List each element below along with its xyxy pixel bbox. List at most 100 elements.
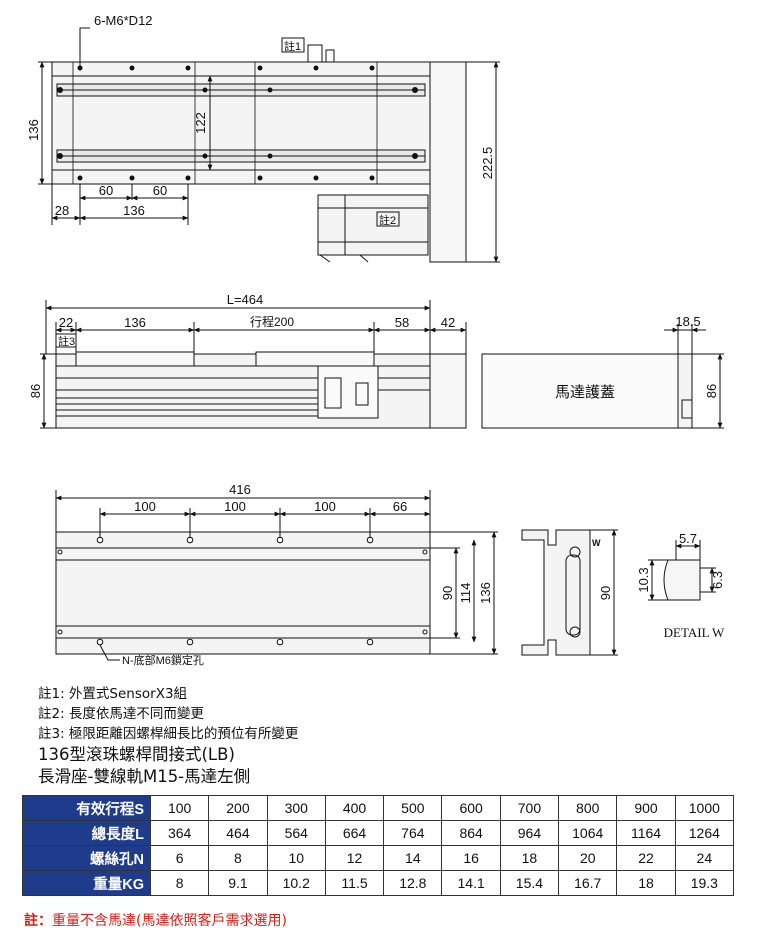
technical-drawing: 6-M6*D12 註1 註2 136 122 222.5 60 60 28 13…	[26, 13, 725, 667]
detail-dim-slot: 10.3	[636, 567, 651, 592]
bottom-view-labels: 416 100 100 100 66 90 114 136 N-底部M6鎖定孔 …	[122, 482, 725, 667]
dim-mid: 114	[458, 583, 473, 604]
dim-pitch-b: 60	[153, 183, 167, 198]
footnote: 註：重量不含馬達(馬達依照客戶需求選用)	[24, 910, 287, 930]
dim-carriage: 136	[123, 203, 145, 218]
table-cell: 1164	[616, 820, 676, 846]
dim-total-length: L=464	[227, 292, 264, 307]
dim-outer: 136	[478, 582, 493, 604]
table-cell: 664	[324, 820, 385, 846]
note-2: 註2: 長度依馬達不同而變更	[38, 706, 204, 722]
dim-length: 416	[229, 482, 251, 497]
table-cell: 6	[149, 845, 210, 871]
notes-block: 註1: 外置式SensorX3組 註2: 長度依馬達不同而變更 註3: 極限距離…	[38, 684, 738, 788]
table-cell: 10	[266, 845, 326, 871]
dim-pitch-a: 60	[99, 183, 113, 198]
dim-rail-pitch: 122	[193, 112, 208, 134]
table-cell: 16.7	[558, 870, 618, 896]
table-cell: 364	[149, 820, 210, 846]
note3-tag: 註3	[58, 335, 75, 348]
table-cell: 12.8	[383, 870, 443, 896]
bottom-view	[55, 490, 716, 661]
row-header: 有效行程S	[22, 795, 151, 821]
footnote-label: 註：	[24, 913, 52, 929]
table-cell: 864	[441, 820, 501, 846]
dim-inner: 90	[440, 586, 455, 600]
dim-carriage: 136	[124, 315, 146, 330]
row-header: 螺絲孔N	[22, 845, 151, 871]
table-cell: 14	[383, 845, 443, 871]
dim-cover-thickness: 18.5	[675, 314, 700, 329]
callout-holes: 6-M6*D12	[94, 13, 153, 28]
dim-height: 86	[28, 384, 43, 398]
dim-pitch-3: 100	[314, 499, 336, 514]
dim-motor-mount: 58	[395, 315, 409, 330]
dim-cover: 42	[441, 315, 455, 330]
row-header: 重量KG	[22, 870, 151, 896]
table-cell: 900	[616, 795, 676, 821]
table-cell: 11.5	[324, 870, 385, 896]
dim-stroke: 行程200	[250, 314, 294, 329]
table-cell: 800	[558, 795, 618, 821]
side-view-labels: L=464 22 136 行程200 58 42 註3 86 馬達護蓋 18.5…	[28, 292, 719, 401]
table-cell: 8	[149, 870, 210, 896]
table-cell: 8	[208, 845, 268, 871]
profile-dim-height: 90	[598, 586, 613, 600]
table-cell: 12	[324, 845, 385, 871]
table-cell: 500	[383, 795, 443, 821]
dim-end: 22	[59, 315, 73, 330]
title-line-2: 長滑座-雙線軌M15-馬達左側	[38, 767, 251, 786]
table-cell: 15.4	[499, 870, 560, 896]
detail-label: DETAIL W	[664, 625, 725, 640]
table-cell: 564	[266, 820, 326, 846]
dim-pitch-2: 100	[224, 499, 246, 514]
dim-pitch-1: 100	[134, 499, 156, 514]
footnote-text: 重量不含馬達(馬達依照客戶需求選用)	[52, 913, 287, 929]
table-cell: 1264	[674, 820, 735, 846]
row-header: 總長度L	[22, 820, 151, 846]
table-cell: 19.3	[674, 870, 735, 896]
table-cell: 10.2	[266, 870, 326, 896]
table-cell: 1064	[558, 820, 618, 846]
table-cell: 1000	[674, 795, 735, 821]
table-cell: 200	[208, 795, 268, 821]
note2-tag: 註2	[379, 214, 396, 227]
table-cell: 16	[441, 845, 501, 871]
table-cell: 18	[616, 870, 676, 896]
table-cell: 400	[324, 795, 385, 821]
table-cell: 24	[674, 845, 735, 871]
dim-offset: 28	[55, 203, 69, 218]
cover-label: 馬達護蓋	[555, 384, 615, 401]
table-cell: 9.1	[208, 870, 268, 896]
table-cell: 18	[499, 845, 560, 871]
table-cell: 464	[208, 820, 268, 846]
table-cell: 964	[499, 820, 560, 846]
detail-dim-width: 5.7	[679, 531, 697, 546]
note1-tag: 註1	[284, 40, 301, 53]
note-3: 註3: 極限距離因螺桿細長比的預位有所變更	[38, 726, 299, 742]
table-cell: 600	[441, 795, 501, 821]
dim-height-left: 136	[26, 119, 41, 141]
table-cell: 100	[149, 795, 210, 821]
callout-bottom-holes: N-底部M6鎖定孔	[122, 653, 204, 667]
dim-end: 66	[393, 499, 407, 514]
top-view	[38, 27, 500, 263]
title-line-1: 136型滾珠螺桿間接式(LB)	[38, 745, 235, 764]
table-cell: 700	[499, 795, 560, 821]
table-cell: 22	[616, 845, 676, 871]
table-cell: 20	[558, 845, 618, 871]
table-cell: 300	[266, 795, 326, 821]
dim-cover-height: 86	[704, 384, 719, 398]
profile-w-tag: W	[592, 538, 601, 548]
top-view-labels: 6-M6*D12 註1 註2 136 122 222.5 60 60 28 13…	[26, 13, 495, 227]
table-cell: 764	[383, 820, 443, 846]
table-cell: 14.1	[441, 870, 501, 896]
note-1: 註1: 外置式SensorX3組	[38, 686, 188, 702]
detail-dim-depth: 6.3	[710, 571, 725, 589]
dim-overall-height: 222.5	[480, 147, 495, 180]
